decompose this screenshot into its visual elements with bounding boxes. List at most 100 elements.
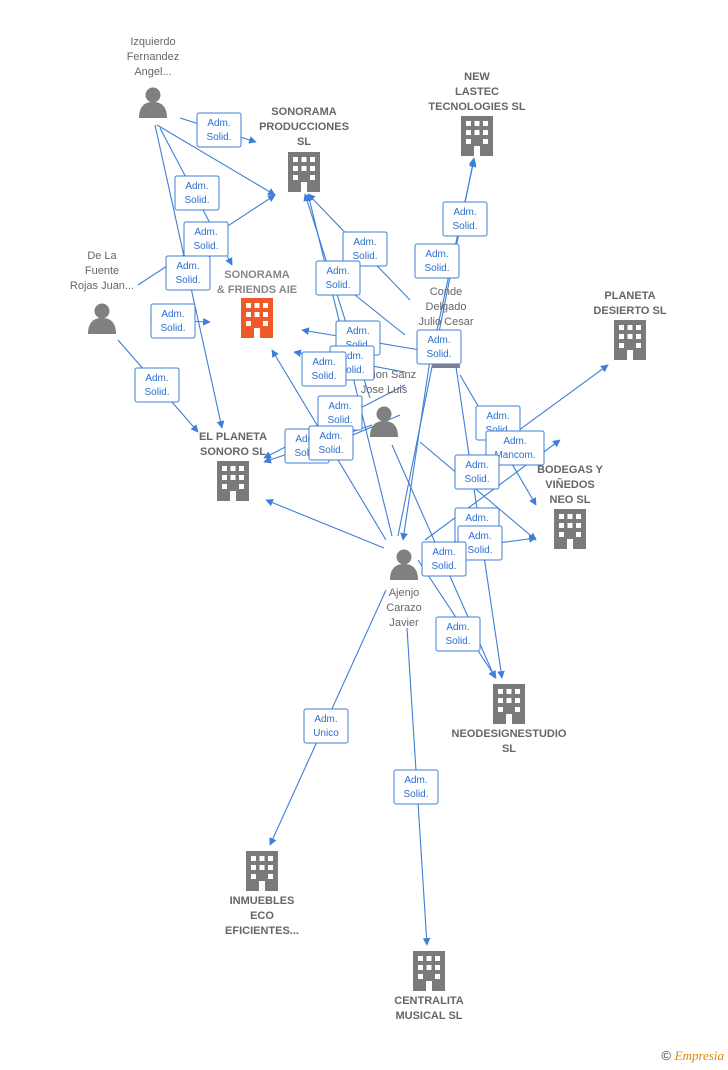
person-icon-ajenjo[interactable] [390, 549, 418, 581]
building-icon-planeta_desierto[interactable] [614, 320, 646, 360]
relation-tag-text: Solid. [452, 221, 477, 232]
relation-tag[interactable]: Adm.Mancom. [485, 430, 545, 466]
relation-tag[interactable]: Adm. Solid. [454, 454, 500, 490]
relation-tag-text: Adm. [295, 434, 318, 445]
relation-tag-text: Adm. [503, 436, 526, 447]
footer-brand: © Empresia [661, 1048, 724, 1064]
building-icon-centralita[interactable] [413, 951, 445, 991]
relation-tag-text: Solid. [175, 275, 200, 286]
building-icon-sonorama_friends[interactable] [241, 298, 273, 338]
relation-tag-text: Solid. [311, 371, 336, 382]
relation-tag-text: Solid. [339, 365, 364, 376]
relation-tag-text: Adm. [446, 622, 469, 633]
relation-tag-text: Solid. [184, 195, 209, 206]
relation-tag-text: Adm. [314, 714, 337, 725]
relation-tag-text: Adm. [453, 207, 476, 218]
relation-edge-12 [400, 359, 431, 541]
relation-tag-text: Solid. [426, 349, 451, 360]
relation-tag[interactable]: Adm. Solid. [134, 367, 180, 403]
building-icon-neodesign[interactable] [493, 684, 525, 724]
person-icon-sanz[interactable] [370, 406, 398, 438]
relation-tag[interactable]: Adm. Solid. [165, 255, 211, 291]
relation-tag-text: Adm. [425, 249, 448, 260]
relation-tag-text: Adm. [465, 513, 488, 524]
relation-tag-text: Adm. [176, 261, 199, 272]
person-icon-izquierdo[interactable] [139, 87, 167, 119]
relation-tag[interactable]: Adm. Solid. [421, 541, 467, 577]
relation-tag-text: Adm. [328, 401, 351, 412]
empresia-logo[interactable]: Empresia [674, 1048, 724, 1063]
relation-tag-text: Solid. [206, 132, 231, 143]
copyright-icon: © [661, 1048, 672, 1063]
relation-tag-text: Adm. [465, 460, 488, 471]
relation-tag[interactable]: Adm. Solid. [442, 201, 488, 237]
building-icon-bodegas[interactable] [554, 509, 586, 549]
relation-tag[interactable]: Adm. Solid. [150, 303, 196, 339]
relation-tag-text: Adm. [340, 351, 363, 362]
relation-tag-text: Adm. [185, 181, 208, 192]
tags-layer: Adm.Solid.Adm.Solid.Adm.Solid.Adm.Solid.… [134, 112, 545, 805]
building-icon-el_planeta[interactable] [217, 461, 249, 501]
relation-tag-text: Adm. [404, 775, 427, 786]
relation-tag-text: Adm. [432, 547, 455, 558]
person-icon-delafuente[interactable] [88, 303, 116, 335]
relation-tag[interactable]: Adm. Solid. [196, 112, 242, 148]
relation-edge-1 [156, 124, 276, 196]
relation-tag[interactable]: Adm. Solid. [393, 769, 439, 805]
relation-tag-text: Adm. [326, 266, 349, 277]
relation-tag-text: Adm. [486, 411, 509, 422]
building-icon-sonorama_prod[interactable] [288, 152, 320, 192]
relation-tag-text: Adm. [353, 237, 376, 248]
relation-tag[interactable]: Adm. Solid. [308, 425, 354, 461]
relation-tag-text: Adm. [207, 118, 230, 129]
relation-tag[interactable]: Adm. Solid. [416, 329, 462, 365]
icons-layer [88, 87, 646, 991]
node-label-sonorama_friends[interactable]: SONORAMA& FRIENDS AIE [217, 269, 297, 296]
relation-tag-text: Adm. [161, 309, 184, 320]
building-icon-new_lastec[interactable] [461, 116, 493, 156]
relation-tag-text: Solid. [294, 448, 319, 459]
relation-tag-text: Solid. [445, 636, 470, 647]
relation-tag[interactable]: Adm. Solid. [414, 243, 460, 279]
relation-edge-25 [265, 499, 385, 549]
relation-tag-text: Solid. [144, 387, 169, 398]
building-icon-inmuebles[interactable] [246, 851, 278, 891]
relation-tag-text: Adm. [319, 431, 342, 442]
relation-tag-text: Solid. [467, 545, 492, 556]
relation-tag[interactable]: Adm. Unico [303, 708, 349, 744]
relation-tag[interactable]: Adm.Solid. [342, 231, 388, 267]
relation-tag-text: Solid. [325, 280, 350, 291]
relation-edge-19 [419, 441, 537, 541]
relation-tag-text: Adm. [312, 357, 335, 368]
relation-tag-text: Solid. [431, 561, 456, 572]
relation-tag-text: Adm. [145, 373, 168, 384]
relation-tag-text: Solid. [464, 474, 489, 485]
relation-tag-text: Adm. [427, 335, 450, 346]
relation-tag-text: Solid. [424, 263, 449, 274]
relation-tag[interactable]: Adm.Solid. [183, 221, 229, 257]
relation-tag-text: Solid. [403, 789, 428, 800]
relation-tag[interactable]: Adm. Solid. [315, 260, 361, 296]
relation-tag[interactable]: Adm. Solid. [435, 616, 481, 652]
relation-tag-text: Unico [313, 728, 339, 739]
relation-tag[interactable]: Adm. Solid. [301, 351, 347, 387]
relation-tag-text: Solid. [318, 445, 343, 456]
relation-tag[interactable]: Adm. Solid. [317, 395, 363, 431]
relation-tag[interactable]: Adm. Solid. [174, 175, 220, 211]
relation-tag-text: Solid. [327, 415, 352, 426]
relation-tag-text: Solid. [193, 241, 218, 252]
relation-tag-text: Solid. [160, 323, 185, 334]
